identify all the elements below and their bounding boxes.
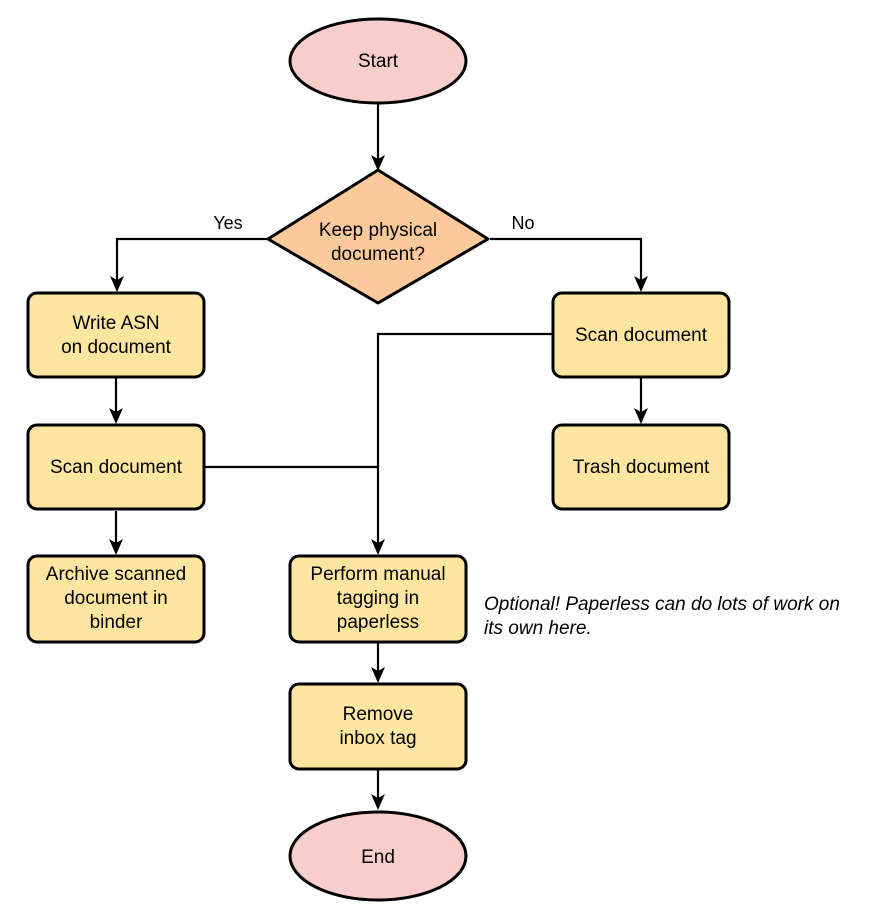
scan-document-left-label: Scan document xyxy=(50,457,183,478)
scan-document-left-box-shape xyxy=(26,423,206,511)
archive-label-line3: binder xyxy=(90,612,143,633)
scan-document-right-box-shape xyxy=(551,291,731,379)
write-asn-label-line1: Write ASN xyxy=(72,313,159,334)
node-remove-inbox-tag[interactable]: Remove inbox tag xyxy=(288,682,468,771)
edge-decision-no-to-scan-right xyxy=(490,237,648,292)
edge-scan-right-to-tagging xyxy=(371,332,552,555)
tagging-label-line2: tagging in xyxy=(337,588,419,609)
annotation-optional-paperless: Optional! Paperless can do lots of work … xyxy=(484,594,840,639)
node-decision-keep-physical-document[interactable]: Keep physical document? xyxy=(266,168,490,305)
decision-label-line1: Keep physical xyxy=(319,220,437,241)
archive-box-shape xyxy=(26,554,206,644)
tagging-label-line1: Perform manual xyxy=(310,564,445,585)
node-write-asn-on-document[interactable]: Write ASN on document xyxy=(26,291,206,379)
node-start[interactable]: Start xyxy=(288,17,468,105)
edge-write-asn-to-scan-left xyxy=(109,378,123,424)
start-ellipse-shape xyxy=(288,17,468,105)
edge-label-yes: Yes xyxy=(213,213,242,233)
remove-inbox-box-shape xyxy=(288,682,468,771)
edge-label-no: No xyxy=(511,213,534,233)
scan-document-right-label: Scan document xyxy=(575,325,708,346)
edge-scan-right-to-trash xyxy=(634,378,648,424)
archive-label-line2: document in xyxy=(64,588,168,609)
node-scan-document-left[interactable]: Scan document xyxy=(26,423,206,511)
edge-remove-inbox-to-end xyxy=(371,770,385,810)
archive-label-line1: Archive scanned xyxy=(46,564,186,585)
node-perform-manual-tagging[interactable]: Perform manual tagging in paperless xyxy=(288,554,468,644)
trash-document-label: Trash document xyxy=(573,457,710,478)
write-asn-label-line2: on document xyxy=(61,337,172,358)
end-ellipse-shape xyxy=(288,810,468,902)
edge-tagging-to-remove-inbox xyxy=(371,643,385,683)
edge-start-to-decision xyxy=(371,104,385,171)
end-label: End xyxy=(361,847,395,868)
node-end[interactable]: End xyxy=(288,810,468,902)
remove-inbox-label-line1: Remove xyxy=(343,704,414,725)
write-asn-box-shape xyxy=(26,291,206,379)
annotation-line2: its own here. xyxy=(484,618,592,639)
edge-scan-left-to-archive xyxy=(109,511,123,555)
node-scan-document-right[interactable]: Scan document xyxy=(551,291,731,379)
node-archive-scanned-document[interactable]: Archive scanned document in binder xyxy=(26,554,206,644)
decision-label-line2: document? xyxy=(331,244,425,265)
tagging-box-shape xyxy=(288,554,468,644)
edge-decision-yes-to-write-asn xyxy=(110,237,267,292)
start-label: Start xyxy=(358,51,399,72)
node-trash-document[interactable]: Trash document xyxy=(551,423,731,511)
annotation-line1: Optional! Paperless can do lots of work … xyxy=(484,594,840,615)
remove-inbox-label-line2: inbox tag xyxy=(339,728,416,749)
trash-document-box-shape xyxy=(551,423,731,511)
tagging-label-line3: paperless xyxy=(337,612,419,633)
decision-diamond-shape xyxy=(266,168,490,305)
